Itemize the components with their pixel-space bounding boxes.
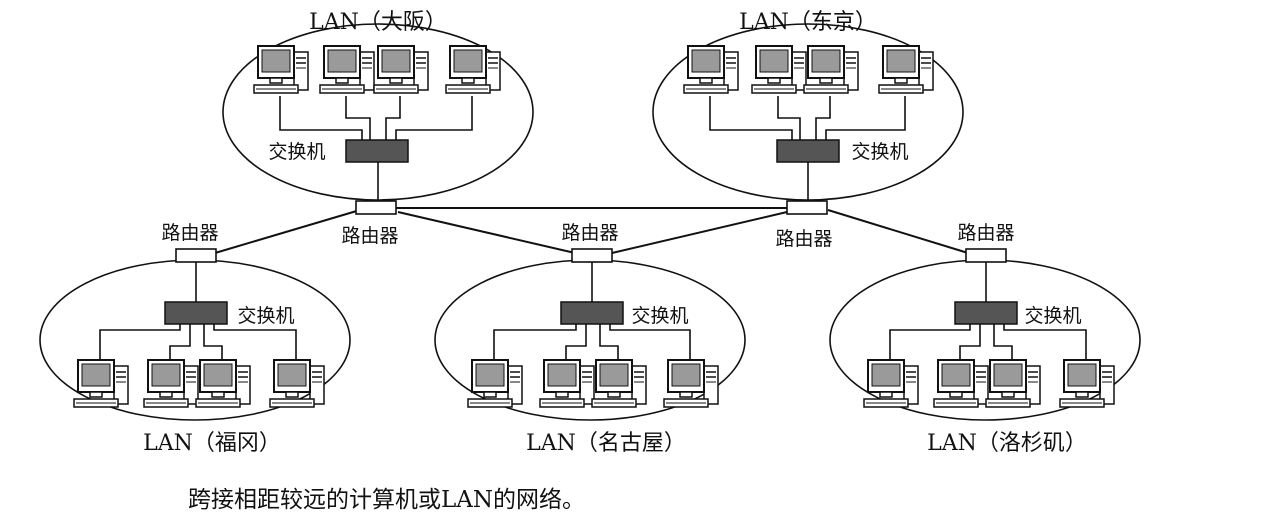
lan-title-tokyo: LAN（东京） bbox=[739, 10, 877, 35]
switch-icon bbox=[560, 301, 624, 325]
figure-caption: 跨接相距较远的计算机或LAN的网络。 bbox=[188, 487, 585, 513]
computer-icon bbox=[73, 359, 129, 408]
switch-label-la: 交换机 bbox=[1024, 305, 1081, 327]
switch-icon bbox=[164, 301, 228, 325]
computer-icon bbox=[253, 45, 309, 94]
computer-icon bbox=[863, 359, 919, 408]
router-icon bbox=[175, 248, 217, 263]
router-icon bbox=[786, 200, 828, 215]
computer-icon bbox=[539, 359, 595, 408]
router-icon bbox=[965, 248, 1007, 263]
lan-title-fukuoka: LAN（福冈） bbox=[143, 431, 281, 456]
computer-icon bbox=[373, 45, 429, 94]
switch-label-nagoya: 交换机 bbox=[631, 305, 688, 327]
router-icon bbox=[355, 200, 397, 215]
wan-links bbox=[214, 207, 969, 254]
computer-icon bbox=[803, 45, 859, 94]
lan-fukuoka bbox=[73, 248, 325, 408]
computer-icon bbox=[143, 359, 199, 408]
switch-label-fukuoka: 交换机 bbox=[237, 305, 294, 327]
lan-title-la: LAN（洛杉矶） bbox=[927, 431, 1087, 456]
computer-icon bbox=[751, 45, 807, 94]
computer-icon bbox=[878, 45, 934, 94]
lan-nagoya bbox=[467, 248, 719, 408]
router-label-osaka: 路由器 bbox=[341, 225, 398, 247]
computer-icon bbox=[195, 359, 251, 408]
lan-osaka bbox=[253, 45, 501, 215]
router-label-tokyo: 路由器 bbox=[775, 228, 832, 250]
computer-icon bbox=[933, 359, 989, 408]
switch-label-tokyo: 交换机 bbox=[851, 141, 908, 163]
computer-icon bbox=[467, 359, 523, 408]
lan-tokyo bbox=[683, 45, 934, 215]
lan-la bbox=[863, 248, 1115, 408]
computer-icon bbox=[591, 359, 647, 408]
lan-title-osaka: LAN（大阪） bbox=[309, 10, 447, 35]
router-label-la: 路由器 bbox=[957, 222, 1014, 244]
computer-icon bbox=[1059, 359, 1115, 408]
computer-icon bbox=[445, 45, 501, 94]
router-label-nagoya: 路由器 bbox=[561, 222, 618, 244]
computer-icon bbox=[319, 45, 375, 94]
switch-label-osaka: 交换机 bbox=[268, 141, 325, 163]
computer-icon bbox=[985, 359, 1041, 408]
computer-icon bbox=[663, 359, 719, 408]
switch-icon bbox=[954, 301, 1018, 325]
computer-icon bbox=[269, 359, 325, 408]
router-icon bbox=[571, 248, 613, 263]
computer-icon bbox=[683, 45, 739, 94]
switch-icon bbox=[776, 139, 840, 163]
switch-icon bbox=[345, 139, 409, 163]
lan-title-nagoya: LAN（名古屋） bbox=[526, 431, 686, 456]
router-label-fukuoka: 路由器 bbox=[161, 222, 218, 244]
